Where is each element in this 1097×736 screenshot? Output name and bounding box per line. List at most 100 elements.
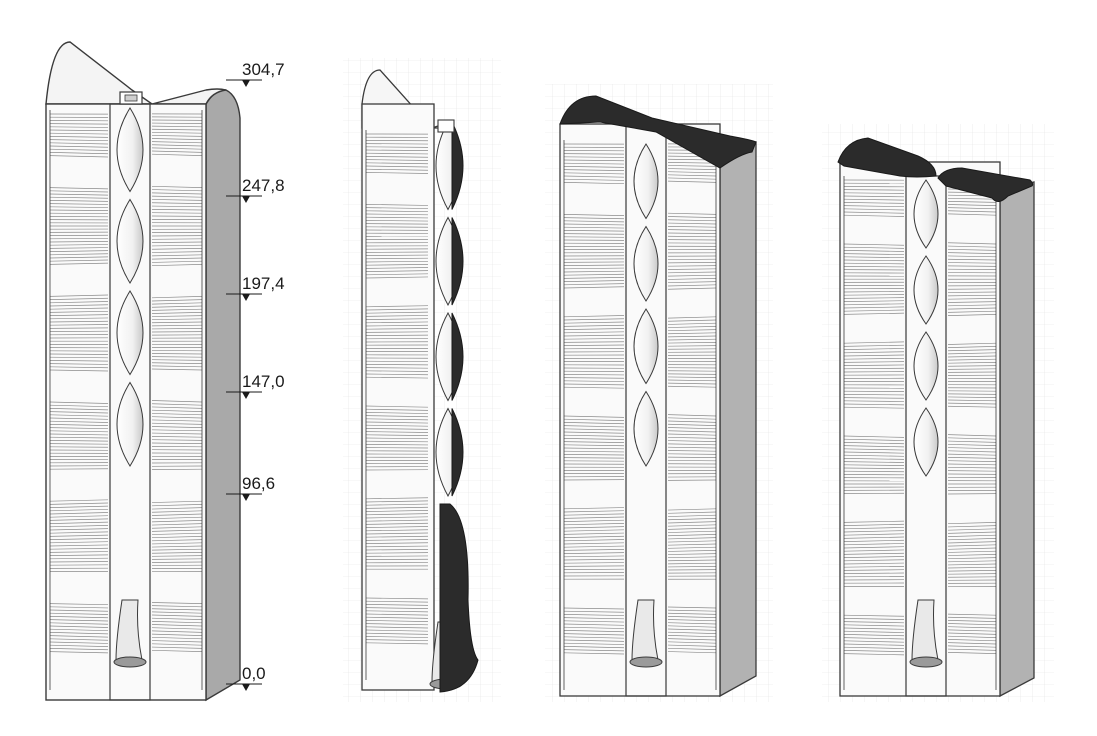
- louver-line: [365, 273, 429, 276]
- balcony-pod: [116, 290, 144, 376]
- louver-line: [151, 548, 203, 551]
- louver-line: [563, 162, 625, 165]
- louver-line: [151, 516, 203, 520]
- louver-line: [947, 534, 997, 537]
- louver-line: [563, 649, 625, 652]
- louver-line: [843, 445, 905, 448]
- louver-line: [151, 624, 203, 627]
- louver-line: [365, 318, 429, 320]
- louver-line: [49, 206, 109, 208]
- louver-line: [563, 444, 625, 447]
- louver-line: [843, 634, 905, 637]
- louver-line: [947, 639, 997, 642]
- louver-line: [667, 443, 717, 446]
- louver-line: [49, 411, 109, 414]
- louver-line: [667, 268, 717, 270]
- louver-line: [365, 370, 429, 372]
- louver-line: [667, 609, 717, 612]
- louver-line: [151, 507, 203, 510]
- cut-section-slice: [451, 121, 464, 210]
- louver-line: [947, 450, 997, 453]
- louver-line: [667, 446, 717, 449]
- louver-line: [843, 195, 905, 198]
- louver-line: [49, 241, 109, 243]
- louver-line: [563, 334, 625, 337]
- louver-line: [667, 287, 717, 290]
- louver-line: [563, 428, 625, 431]
- louver-line: [49, 369, 109, 372]
- louver-line: [151, 649, 203, 652]
- louver-line: [151, 318, 203, 321]
- louver-line: [365, 408, 429, 411]
- louver-line: [365, 440, 429, 443]
- louver-line: [563, 529, 625, 532]
- cut-section-base: [439, 503, 479, 693]
- louver-line: [151, 627, 203, 630]
- view-3-louver-panels: [563, 140, 717, 690]
- view-1-side-face: [205, 89, 241, 702]
- louver-line: [947, 265, 997, 267]
- louver-line: [151, 254, 203, 257]
- louver-line: [563, 434, 625, 437]
- louver-line: [563, 610, 625, 613]
- louver-line: [667, 530, 717, 533]
- louver-line: [667, 180, 717, 183]
- louver-line: [365, 328, 429, 330]
- louver-line: [49, 609, 109, 612]
- louver-line: [365, 607, 429, 610]
- louver-line: [843, 214, 905, 217]
- louver-line: [151, 504, 203, 507]
- louver-line: [365, 321, 429, 324]
- louver-line: [151, 419, 203, 422]
- louver-line: [49, 518, 109, 521]
- louver-line: [667, 450, 717, 452]
- louver-line: [843, 637, 905, 640]
- louver-line: [49, 606, 109, 609]
- louver-line: [49, 317, 109, 320]
- louver-line: [365, 610, 429, 613]
- louver-line: [49, 356, 109, 359]
- louver-line: [365, 424, 429, 427]
- louver-line: [151, 558, 203, 560]
- louver-line: [365, 146, 429, 148]
- louver-line: [843, 243, 905, 246]
- louver-line: [365, 503, 429, 506]
- louver-line: [49, 142, 109, 145]
- louver-line: [49, 203, 109, 205]
- louver-line: [365, 172, 429, 174]
- louver-line: [151, 630, 203, 633]
- louver-line: [563, 526, 625, 529]
- louver-line: [843, 198, 905, 201]
- view-4-louver-panels: [843, 176, 997, 690]
- louver-line: [667, 550, 717, 552]
- louver-line: [947, 346, 997, 348]
- louver-line: [667, 284, 717, 287]
- louver-line: [365, 373, 429, 376]
- louver-line: [947, 557, 997, 560]
- louver-line: [563, 431, 625, 434]
- louver-line: [151, 144, 203, 147]
- louver-line: [365, 506, 429, 509]
- louver-line: [947, 566, 997, 569]
- louver-line: [947, 651, 997, 654]
- louver-line: [365, 331, 429, 333]
- louver-line: [667, 508, 717, 511]
- louver-line: [563, 415, 625, 418]
- louver-line: [151, 141, 203, 144]
- louver-line: [563, 156, 625, 158]
- louver-line: [667, 281, 717, 284]
- view-3-balcony-pods: [629, 143, 663, 668]
- louver-line: [947, 362, 997, 364]
- louver-line: [947, 528, 997, 531]
- louver-line: [563, 422, 625, 425]
- view-2-front-face: [361, 103, 435, 691]
- louver-line: [365, 545, 429, 548]
- louver-line: [947, 470, 997, 472]
- louver-line: [49, 247, 109, 249]
- louver-line: [49, 310, 109, 313]
- louver-line: [365, 532, 429, 535]
- louver-line: [563, 516, 625, 519]
- louver-line: [947, 402, 997, 405]
- louver-line: [563, 318, 625, 321]
- louver-line: [947, 298, 997, 300]
